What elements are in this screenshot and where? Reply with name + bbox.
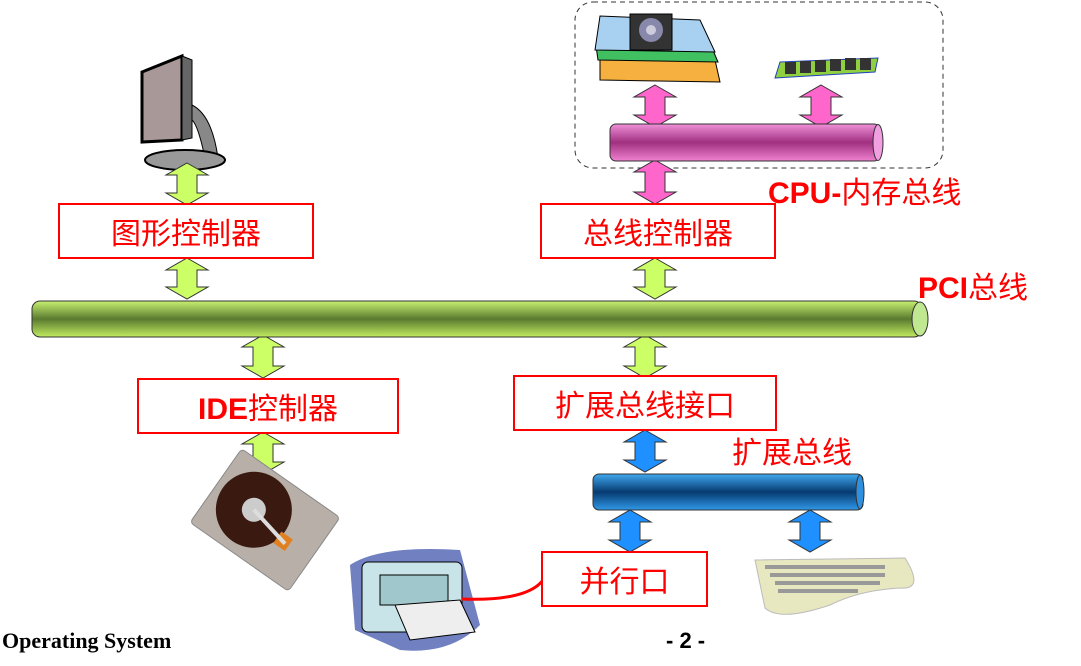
cpu-memory-bus-label-latin: CPU- — [768, 177, 842, 210]
printer-cable — [461, 569, 550, 601]
monitor-icon — [140, 53, 226, 171]
keyboard-icon — [754, 557, 915, 615]
graphics-pci-arrow — [164, 257, 210, 300]
expansion-bus-label-text: 扩展总线 — [732, 436, 852, 471]
cpu-memory-bus — [609, 123, 884, 162]
cpu-memory-bus-label-cjk: 内存总线 — [841, 176, 962, 211]
cpu-memory-region — [574, 1, 944, 169]
hard-disk-icon — [191, 449, 339, 591]
cpu-icon — [594, 13, 721, 83]
printer-icon — [350, 549, 480, 651]
pci-expansion-interface-arrow — [622, 334, 668, 379]
cpu-bus-arrow — [632, 84, 678, 128]
expansion-bus-label: 扩展总线 — [732, 428, 852, 472]
footer-course-title: Operating System — [2, 628, 172, 653]
pci-bus-label-latin: PCI — [918, 272, 969, 305]
bus-controller-box: 总线控制器 — [540, 203, 776, 259]
ide-controller-box: IDE控制器 — [137, 378, 399, 434]
pci-ide-arrow — [240, 334, 286, 379]
page-number: - 2 - — [666, 628, 706, 653]
pci-bus-label: PCI总线 — [918, 263, 1028, 307]
memory-bus-arrow — [798, 84, 844, 128]
expansion-interface-bus-arrow — [622, 429, 668, 473]
memory-module-icon — [774, 57, 879, 79]
expansion-bus — [592, 473, 865, 511]
pci-bus-label-cjk: 总线 — [968, 271, 1029, 306]
ide-controller-label: IDE控制器 — [197, 392, 338, 427]
bus-parallel-arrow — [607, 509, 653, 553]
parallel-port-label: 并行口 — [579, 565, 670, 600]
graphics-controller-label: 图形控制器 — [111, 217, 261, 252]
parallel-port-box: 并行口 — [541, 551, 708, 607]
bus-controller-cpu-bus-arrow — [632, 159, 678, 205]
ide-label-latin: IDE — [197, 393, 248, 426]
bus-keyboard-arrow — [787, 509, 833, 553]
cpu-memory-bus-label: CPU-内存总线 — [768, 168, 961, 212]
expansion-interface-box: 扩展总线接口 — [513, 375, 777, 431]
expansion-interface-label: 扩展总线接口 — [555, 389, 735, 424]
buscontroller-pci-arrow — [632, 257, 678, 300]
bus-controller-label: 总线控制器 — [583, 217, 733, 252]
graphics-controller-box: 图形控制器 — [58, 203, 314, 259]
pci-bus — [31, 300, 929, 338]
